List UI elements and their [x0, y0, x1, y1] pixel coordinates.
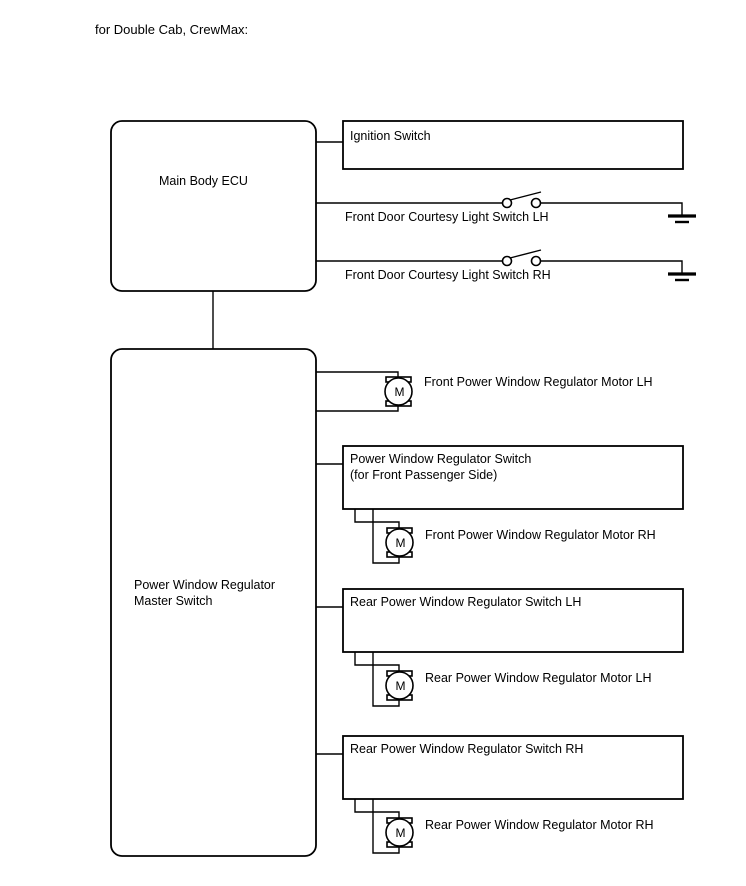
courtesy-light-switch-lh-label: Front Door Courtesy Light Switch LH [345, 210, 549, 224]
front-motor-lh-glyph: M [395, 385, 405, 399]
rear-switch-rh-label: Rear Power Window Regulator Switch RH [350, 742, 583, 756]
master-switch-box [110, 348, 317, 857]
rear-motor-lh-label: Rear Power Window Regulator Motor LH [425, 671, 651, 685]
front-motor-rh-label: Front Power Window Regulator Motor RH [425, 528, 656, 542]
wire-rear-switch-lh-to-motor-top [354, 652, 400, 673]
ignition-switch-label: Ignition Switch [350, 129, 431, 143]
page-title: for Double Cab, CrewMax: [95, 22, 248, 37]
wire-passenger-switch-to-motor-rh-top [354, 509, 400, 530]
courtesy-light-switch-rh-label: Front Door Courtesy Light Switch RH [345, 268, 551, 282]
main-body-ecu-box [110, 120, 317, 292]
rear-motor-lh-glyph: M [396, 679, 406, 693]
passenger-switch-box [342, 445, 684, 510]
main-body-ecu-label: Main Body ECU [159, 174, 248, 188]
master-switch-label-line2: Master Switch [134, 594, 213, 608]
courtesy-rh-lever-icon [509, 249, 542, 259]
rear-motor-rh-glyph: M [396, 826, 406, 840]
front-motor-lh-icon [384, 377, 413, 406]
courtesy-lh-contact-left-icon [501, 197, 513, 209]
front-motor-rh-glyph: M [396, 536, 406, 550]
rear-motor-rh-icon [385, 818, 414, 847]
rear-switch-rh-box [342, 735, 684, 800]
rear-switch-lh-label: Rear Power Window Regulator Switch LH [350, 595, 581, 609]
front-motor-rh-icon [385, 528, 414, 557]
courtesy-rh-contact-right-icon [530, 255, 542, 267]
master-switch-label-line1: Power Window Regulator [134, 578, 275, 592]
front-motor-lh-label: Front Power Window Regulator Motor LH [424, 375, 653, 389]
passenger-switch-label-line1: Power Window Regulator Switch [350, 452, 531, 466]
wire-courtesy-rh-to-ground [541, 260, 683, 274]
rear-switch-lh-box [342, 588, 684, 653]
courtesy-lh-lever-icon [509, 191, 542, 201]
wire-rear-switch-rh-to-motor-bottom [372, 799, 400, 854]
courtesy-rh-contact-left-icon [501, 255, 513, 267]
courtesy-lh-contact-right-icon [530, 197, 542, 209]
ignition-switch-box [342, 120, 684, 170]
passenger-switch-label-line2: (for Front Passenger Side) [350, 468, 497, 482]
wire-rear-switch-lh-to-motor-bottom [372, 652, 400, 707]
wire-courtesy-lh-to-ground [541, 202, 683, 216]
rear-motor-lh-icon [385, 671, 414, 700]
rear-motor-rh-label: Rear Power Window Regulator Motor RH [425, 818, 654, 832]
wire-passenger-switch-to-motor-rh-bottom [372, 509, 400, 564]
wire-rear-switch-rh-to-motor-top [354, 799, 400, 820]
